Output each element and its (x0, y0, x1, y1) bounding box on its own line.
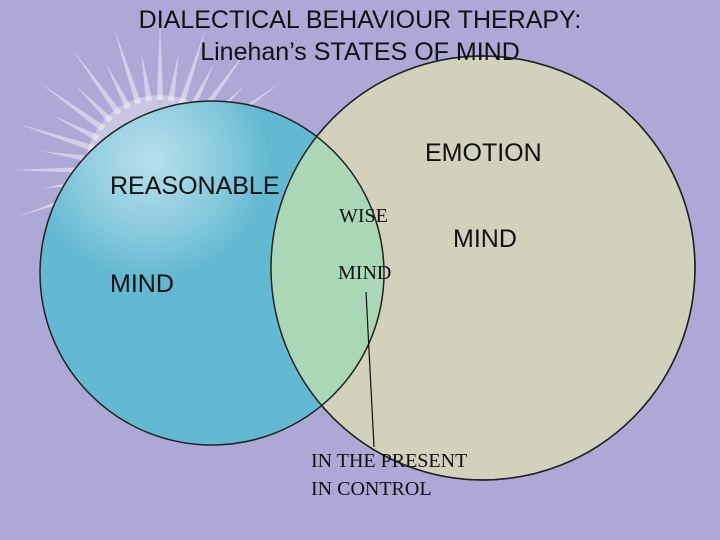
slide-title-line-1: DIALECTICAL BEHAVIOUR THERAPY: (0, 4, 720, 36)
reasonable-mind-label-line-2: MIND (110, 272, 174, 297)
callout-text-line-2: IN CONTROL (311, 479, 432, 499)
reasonable-circle-highlight (30, 40, 270, 280)
sun-ray (17, 124, 94, 152)
callout-text-line-1: IN THE PRESENT (311, 451, 467, 471)
emotion-mind-label-line-1: EMOTION (425, 141, 542, 166)
wise-mind-label-line-1: WISE (339, 206, 388, 226)
emotion-mind-label-line-2: MIND (453, 227, 517, 252)
slide-title-line-2: Linehan’s STATES OF MIND (0, 36, 720, 68)
wise-mind-label-line-2: MIND (338, 263, 391, 283)
reasonable-mind-label-line-1: REASONABLE (110, 174, 280, 199)
